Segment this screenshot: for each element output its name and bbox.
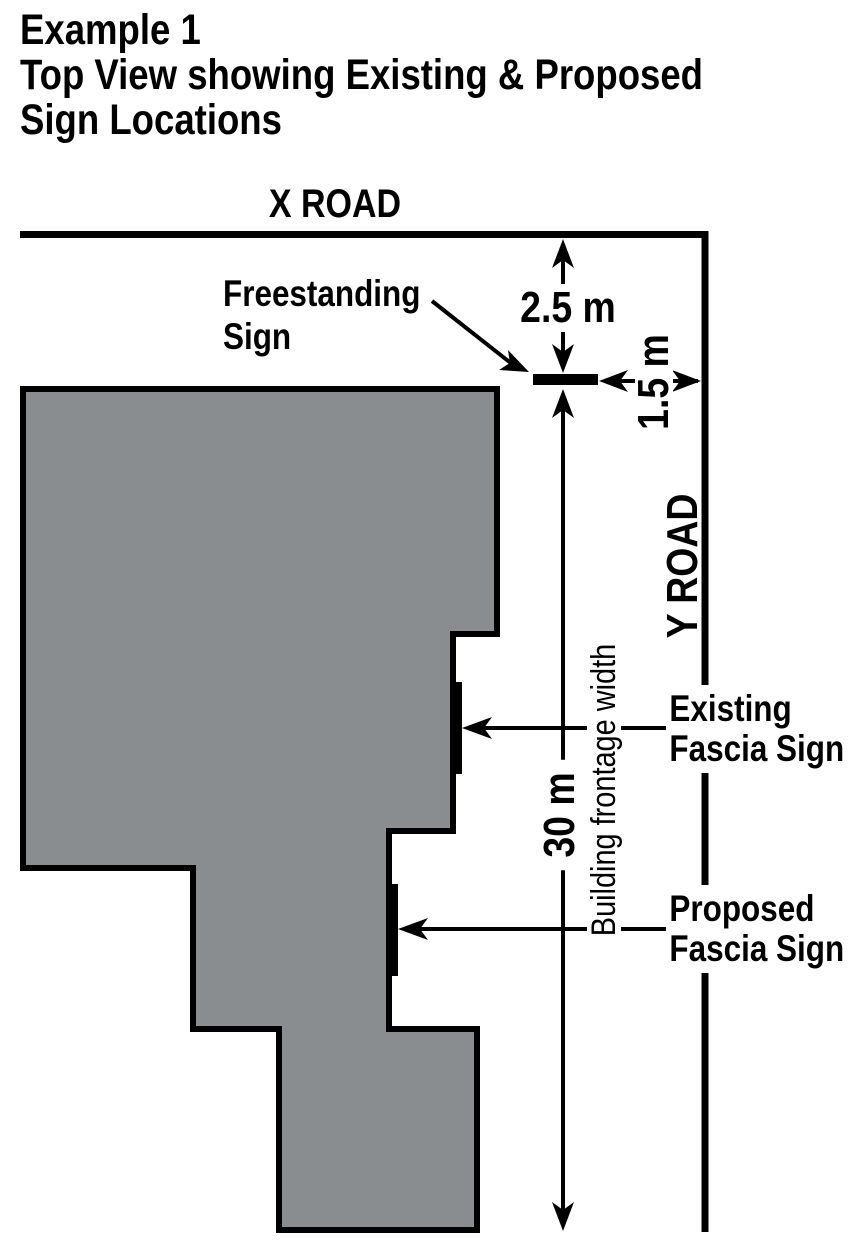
dimension-1-5m-label: 1.5 m	[629, 322, 678, 442]
title-line-3: Sign Locations	[20, 96, 282, 144]
dimension-2-5m-label: 2.5 m	[504, 284, 632, 332]
existing-fascia-sign-label-line-2: Fascia Sign	[669, 728, 845, 769]
building-footprint	[20, 386, 500, 1233]
title-line-1: Example 1	[20, 6, 201, 54]
existing-fascia-sign-label: Existing Fascia Sign	[666, 685, 850, 773]
proposed-fascia-sign-label-line-1: Proposed	[669, 888, 815, 929]
title-line-2: Top View showing Existing & Proposed	[20, 51, 704, 99]
proposed-fascia-sign-arrow	[398, 918, 667, 940]
existing-fascia-sign-arrow	[462, 717, 667, 739]
freestanding-sign-marker	[533, 374, 598, 385]
building-frontage-width-label: Building frontage width	[585, 620, 623, 960]
proposed-fascia-sign-label-line-2: Fascia Sign	[669, 928, 845, 969]
freestanding-sign-label-line-2: Sign	[223, 316, 292, 357]
proposed-fascia-sign-marker	[388, 884, 398, 976]
existing-fascia-sign-label-line-1: Existing	[669, 688, 792, 729]
x-road-label: X ROAD	[268, 182, 402, 226]
y-road-label: Y ROAD	[658, 493, 707, 639]
page-title: Example 1 Top View showing Existing & Pr…	[20, 8, 703, 143]
proposed-fascia-sign-label: Proposed Fascia Sign	[666, 885, 850, 973]
freestanding-sign-arrow	[430, 299, 529, 372]
freestanding-sign-label-line-1: Freestanding	[223, 273, 421, 314]
existing-fascia-sign-marker	[452, 682, 462, 774]
freestanding-sign-label: Freestanding Sign	[223, 272, 420, 358]
dimension-30m-label: 30 m	[535, 759, 584, 871]
